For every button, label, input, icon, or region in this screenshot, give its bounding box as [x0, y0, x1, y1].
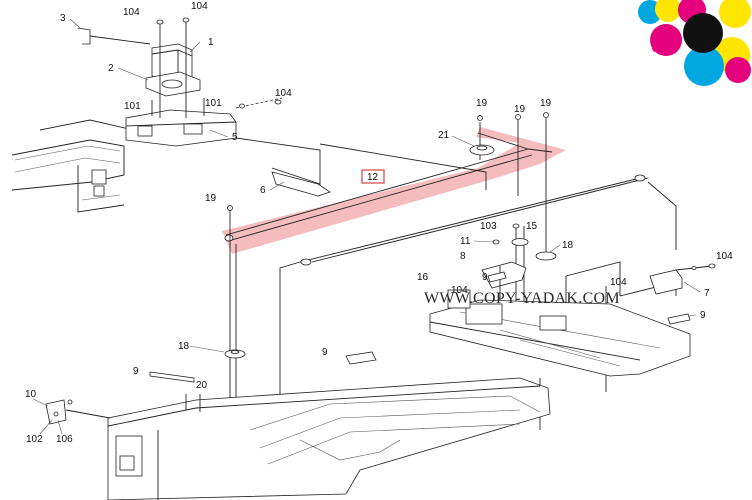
- cmyk-logo: [638, 0, 751, 86]
- callout-103: 103: [480, 221, 497, 232]
- callout-9-left: 9: [133, 366, 139, 377]
- callout-18-right: 18: [562, 240, 574, 251]
- callout-104-mid: 104: [275, 88, 292, 99]
- callout-19-b: 19: [514, 104, 526, 115]
- callout-20: 20: [196, 380, 208, 391]
- right-lower-chassis: [429, 289, 691, 377]
- callout-10: 10: [25, 389, 37, 400]
- logo-circle-cyan-bottom: [684, 46, 724, 86]
- logo-circle-yellow-top: [655, 0, 681, 22]
- callout-9-mid: 9: [482, 272, 488, 283]
- callout-104-far-right: 104: [716, 251, 733, 262]
- callout-5: 5: [232, 132, 238, 143]
- left-frame-upper: [11, 119, 159, 213]
- callout-19-d: 19: [205, 193, 217, 204]
- callout-8: 8: [460, 251, 466, 262]
- callout-2: 2: [108, 63, 114, 74]
- part-21-pulley: [469, 144, 495, 156]
- callout-21: 21: [438, 130, 450, 141]
- callouts: 3 104 104 1 2 101 101 104 5 6 12 19 19 1…: [25, 1, 733, 445]
- callout-102: 102: [26, 434, 43, 445]
- part-6-bracket: [271, 171, 331, 197]
- callout-19-c: 19: [540, 98, 552, 109]
- callout-1: 1: [208, 37, 214, 48]
- callout-101-left: 101: [124, 101, 141, 112]
- motor-assembly: [77, 17, 283, 147]
- leader-lines: [32, 18, 701, 435]
- callout-104-lower-left: 104: [451, 285, 468, 296]
- pulleys-right: [492, 223, 557, 261]
- strips-9: [149, 271, 691, 383]
- part-12-shaft: [224, 132, 553, 242]
- lower-main-frame: [107, 377, 551, 500]
- callout-16: 16: [417, 272, 429, 283]
- part-18-lower-pulley: [224, 349, 246, 359]
- callout-6: 6: [260, 185, 266, 196]
- callout-106: 106: [56, 434, 73, 445]
- callout-104-lower-right: 104: [610, 277, 627, 288]
- part-7-bracket: [649, 263, 716, 295]
- callout-104-top-left: 104: [123, 7, 140, 18]
- frame-outline-lines: [229, 118, 677, 476]
- callout-101-right: 101: [205, 98, 222, 109]
- callout-15: 15: [526, 221, 538, 232]
- callout-9-center: 9: [322, 347, 328, 358]
- logo-circle-yellow-right: [719, 0, 751, 28]
- callout-12: 12: [367, 172, 379, 183]
- callout-18-lower: 18: [178, 341, 190, 352]
- screws-19: [227, 112, 549, 211]
- callout-9-right: 9: [700, 310, 706, 321]
- callout-7: 7: [704, 288, 710, 299]
- logo-circle-black-center: [683, 13, 723, 53]
- callout-12-box: [361, 169, 385, 184]
- callout-19-a: 19: [476, 98, 488, 109]
- callout-104-top-right: 104: [191, 1, 208, 12]
- logo-circle-magenta-bottom: [725, 57, 751, 83]
- watermark-text: WWW.COPY-YADAK.COM: [424, 290, 620, 307]
- logo-circle-magenta-small: [652, 44, 660, 52]
- part-12-highlight-band: [222, 127, 566, 254]
- part-10-bracket: [45, 399, 111, 425]
- callout-3: 3: [60, 13, 66, 24]
- callout-11: 11: [460, 236, 471, 247]
